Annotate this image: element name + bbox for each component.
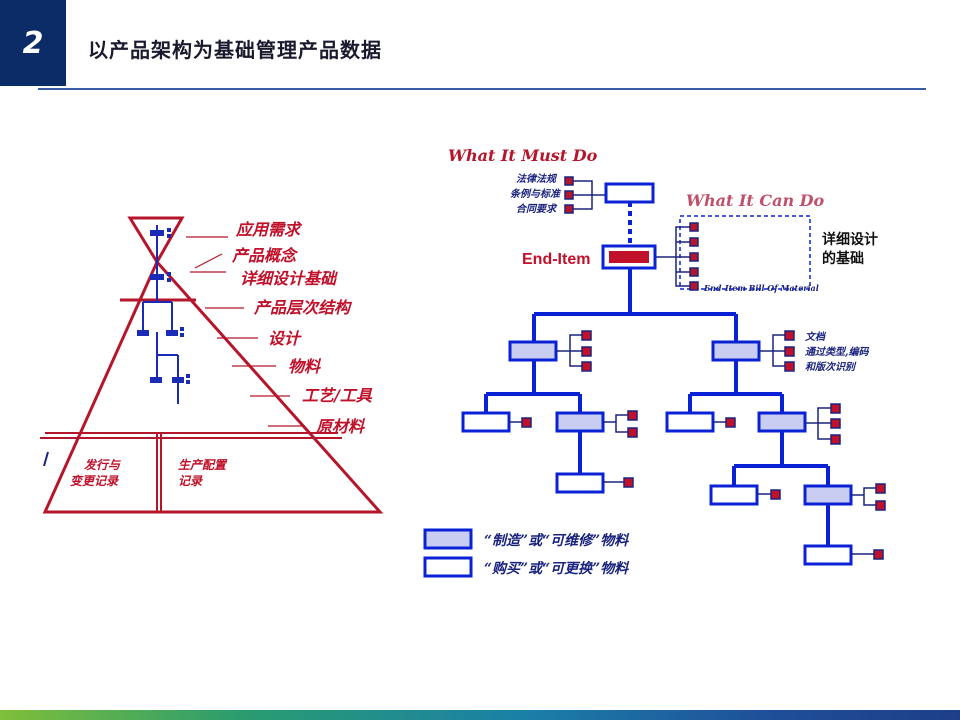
what-it-can-do-heading: What It Can Do [686, 191, 825, 210]
purchased-part-box [709, 484, 759, 506]
purchased-part-box [665, 411, 715, 433]
doc-note-line3: 和版次识别 [805, 361, 857, 373]
requirement-box [604, 182, 655, 204]
title-divider [38, 88, 926, 90]
what-it-must-do-heading: What It Must Do [448, 146, 598, 165]
pyramid-label: 产品概念 [231, 246, 299, 265]
must-item-label: 合同要求 [516, 203, 558, 215]
legend-label-purchased: “购买”或“可更换”物料 [484, 560, 630, 577]
manufactured-part-box [555, 411, 605, 433]
mini-structure-tree [142, 225, 179, 404]
detail-basis-line1: 详细设计 [822, 231, 878, 248]
product-structure-tree: What It Must Do 法律法规 条例与标准 合同要求 What It … [423, 146, 886, 578]
legend-swatch-manufactured [423, 528, 473, 550]
legend-label-manufactured: “制造”或“可维修”物料 [484, 532, 630, 549]
manufactured-part-box [757, 411, 807, 433]
doc-note-line1: 文档 [805, 331, 827, 343]
pyramid-label: 物料 [288, 357, 322, 376]
pyramid-top-funnel [127, 216, 185, 265]
slide-number-badge: 2 [0, 0, 66, 86]
doc-note-line2: 通过类型,编码 [805, 346, 869, 358]
document-markers [521, 330, 886, 560]
pyramid-label: 设计 [268, 329, 302, 348]
production-config-record-line2: 记录 [178, 474, 203, 488]
pyramid-label: 工艺/工具 [302, 386, 373, 405]
legend-swatch-purchased [423, 556, 473, 578]
must-item-label: 条例与标准 [510, 188, 562, 200]
release-change-record-line1: 发行与 [84, 458, 121, 472]
bom-dashed-box [679, 215, 811, 290]
pyramid-diagram: 应用需求 产品概念 详细设计基础 产品层次结构 设计 物料 工艺/工具 原材料 … [40, 216, 384, 514]
manufactured-part-box [803, 484, 853, 506]
pyramid-label: 产品层次结构 [253, 298, 353, 317]
page-title: 以产品架构为基础管理产品数据 [88, 38, 382, 62]
pyramid-body [42, 259, 384, 514]
release-change-record-line2: 变更记录 [70, 474, 119, 488]
end-item-label: End-Item [522, 251, 590, 268]
pyramid-label: 应用需求 [235, 220, 303, 239]
pyramid-label: 原材料 [315, 417, 366, 436]
detail-basis-line2: 的基础 [822, 250, 864, 267]
production-config-record-line1: 生产配置 [178, 458, 228, 472]
purchased-part-box [461, 411, 511, 433]
purchased-part-box [555, 472, 605, 494]
must-item-label: 法律法规 [516, 173, 558, 185]
manufactured-part-box [711, 340, 761, 362]
manufactured-part-box [508, 340, 558, 362]
footer-color-bar [0, 710, 960, 720]
purchased-part-box [803, 544, 853, 566]
bom-label: End-Item Bill Of Material [703, 283, 819, 293]
pyramid-label: 详细设计基础 [240, 269, 338, 288]
